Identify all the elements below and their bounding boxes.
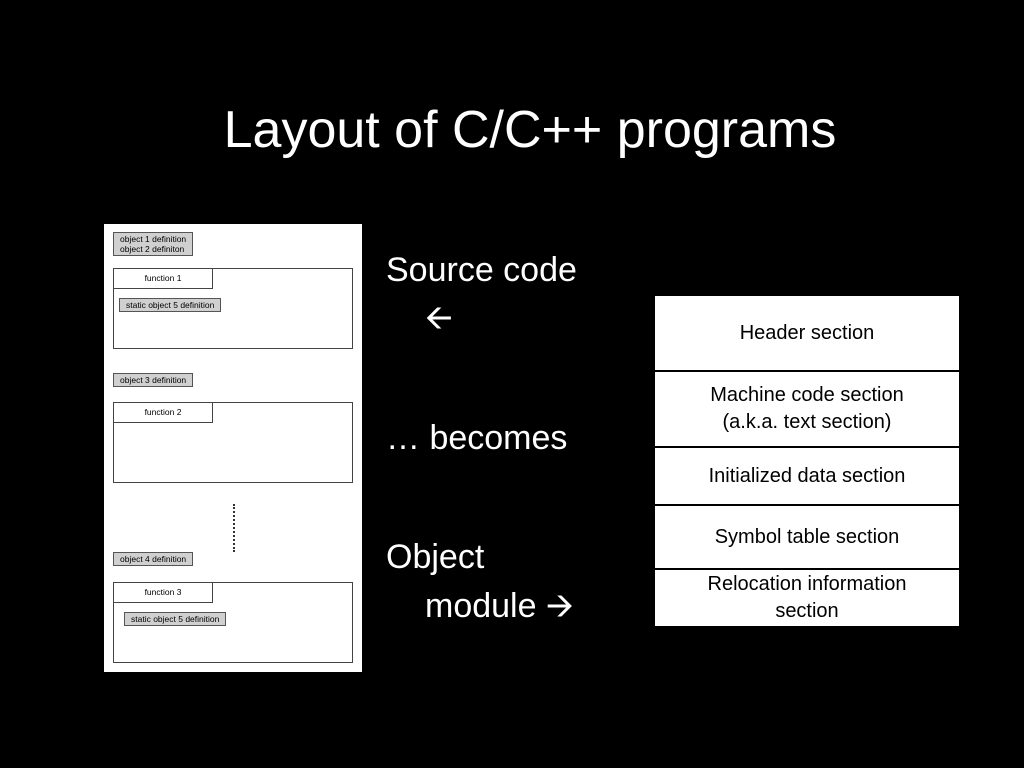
slide-title: Layout of C/C++ programs bbox=[223, 101, 837, 159]
static-object-5-box-b: static object 5 definition bbox=[124, 612, 227, 626]
header-section: Header section bbox=[655, 296, 959, 372]
object-module-sections: Header section Machine code section (a.k… bbox=[655, 296, 959, 626]
module-label: module bbox=[425, 587, 537, 625]
ellipsis-dots bbox=[233, 504, 235, 552]
object-3-definition-box: object 3 definition bbox=[113, 373, 194, 387]
machine-code-section: Machine code section (a.k.a. text sectio… bbox=[655, 372, 959, 448]
function-2-label: function 2 bbox=[113, 402, 213, 423]
object-4-definition-box: object 4 definition bbox=[113, 552, 194, 566]
function-1-block: function 1 static object 5 definition bbox=[113, 268, 353, 349]
machine-code-label: Machine code section bbox=[710, 384, 904, 406]
function-1-label: function 1 bbox=[113, 268, 213, 289]
relocation-information-section: Relocation information section bbox=[655, 570, 959, 626]
source-code-label: Source code bbox=[386, 251, 577, 289]
arrow-right-icon: 🡪 bbox=[545, 587, 574, 625]
function-3-label: function 3 bbox=[113, 582, 213, 603]
initialized-data-label: Initialized data section bbox=[708, 464, 906, 487]
function-2-block: function 2 bbox=[113, 402, 353, 483]
static-object-5-box-a: static object 5 definition bbox=[119, 298, 222, 312]
text-section-label: (a.k.a. text section) bbox=[722, 411, 892, 433]
arrow-left-icon: 🡨 bbox=[425, 299, 453, 337]
relocation-section-label: section bbox=[775, 600, 839, 622]
module-line: module 🡪 bbox=[425, 586, 574, 626]
symbol-table-section: Symbol table section bbox=[655, 506, 959, 570]
object-label: Object bbox=[386, 538, 485, 576]
symbol-table-label: Symbol table section bbox=[714, 525, 900, 548]
initialized-data-section: Initialized data section bbox=[655, 448, 959, 506]
source-code-panel: object 1 definition object 2 definiton f… bbox=[104, 224, 362, 672]
function-3-block: function 3 static object 5 definition bbox=[113, 582, 353, 663]
relocation-label: Relocation information bbox=[707, 573, 907, 595]
becomes-label: … becomes bbox=[386, 419, 568, 457]
header-section-label: Header section bbox=[739, 321, 875, 344]
object-1-label: object 1 definition bbox=[120, 234, 187, 244]
object-2-label: object 2 definiton bbox=[120, 244, 185, 254]
object-1-2-definition-box: object 1 definition object 2 definiton bbox=[113, 232, 194, 256]
